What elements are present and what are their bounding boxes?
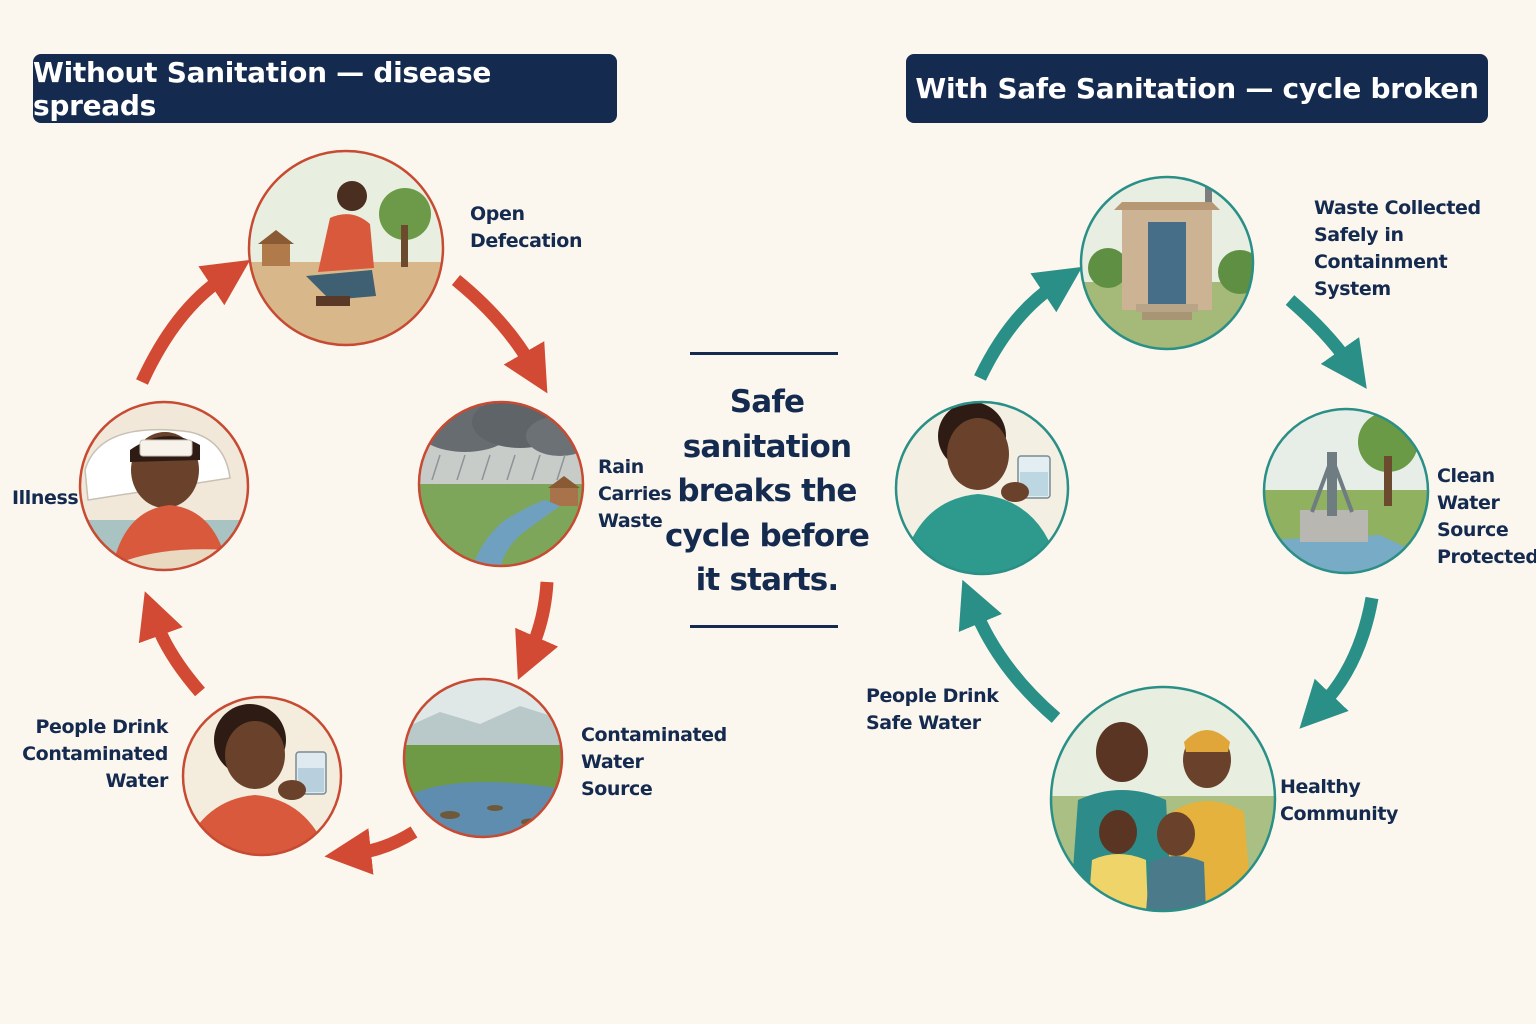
arrow-drink-to-waste — [974, 266, 1083, 381]
step-label-clean-water-source-protected: Clean Water Source Protected — [1437, 465, 1536, 568]
step-label-rain-carries-waste: Rain Carries Waste — [598, 456, 672, 532]
right-cycle-arrows — [958, 266, 1379, 729]
arrow-waste-to-clean-water — [1285, 295, 1367, 389]
arrow-contaminated-to-drink — [324, 826, 418, 875]
step-label-contaminated-water-source: Contaminated Water Source — [581, 724, 727, 800]
step-label-people-drink-safe-water: People Drink Safe Water — [866, 685, 999, 734]
boy-drinking-icon — [894, 400, 1070, 576]
center-message: Safe sanitation breaks the cycle before … — [664, 384, 870, 598]
arrow-community-to-drink — [958, 579, 1061, 723]
squatting-person-icon — [247, 149, 445, 347]
step-label-illness: Illness — [12, 487, 79, 509]
center-divider-bottom — [690, 625, 838, 628]
right-panel-title: With Safe Sanitation — cycle broken — [906, 54, 1488, 123]
arrow-open-defecation-to-rain — [451, 274, 548, 394]
latrine-building-icon — [1079, 175, 1255, 351]
step-label-healthy-community: Healthy Community — [1280, 776, 1399, 825]
rain-cloud-stream-icon — [417, 400, 585, 568]
step-label-people-drink-contaminated-water: People Drink Contaminated Water — [22, 716, 168, 792]
arrow-clean-water-to-community — [1299, 596, 1379, 729]
step-label-open-defecation: Open Defecation — [470, 203, 583, 252]
center-divider-top — [690, 352, 838, 355]
healthy-family-icon — [1049, 685, 1277, 913]
arrow-illness-to-open-defecation — [136, 259, 251, 385]
left-cycle-arrows — [136, 259, 559, 875]
step-label-waste-collected-safely: Waste Collected Safely in Containment Sy… — [1314, 197, 1481, 300]
arrow-rain-to-contaminated — [515, 581, 559, 681]
sick-child-in-bed-icon — [78, 400, 250, 572]
arrow-drink-to-illness — [138, 591, 205, 697]
protected-water-pump-icon — [1262, 407, 1430, 575]
boy-drinking-icon — [181, 695, 343, 857]
polluted-river-icon — [402, 677, 564, 839]
left-panel-title: Without Sanitation — disease spreads — [33, 54, 617, 123]
